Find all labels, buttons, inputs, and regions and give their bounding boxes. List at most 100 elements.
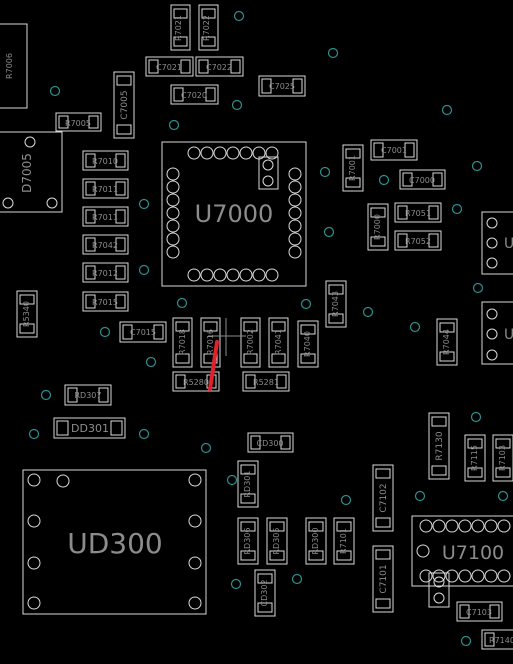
component-cd302-label: CD302 bbox=[260, 579, 269, 606]
component-rd307-label: RD307 bbox=[75, 391, 102, 400]
component-r7002[interactable]: R7002 bbox=[240, 317, 261, 368]
component-r7130[interactable]: R7130 bbox=[428, 412, 450, 480]
component-c7022[interactable]: C7022 bbox=[195, 56, 244, 77]
component-r5280-label: R5280 bbox=[183, 378, 209, 387]
component-r7005[interactable]: R7005 bbox=[55, 112, 102, 132]
component-rd300[interactable]: RD300 bbox=[305, 517, 327, 565]
component-r7051-label: R7051 bbox=[405, 209, 431, 218]
component-cd300[interactable]: CD300 bbox=[247, 432, 294, 453]
chip-u7000-label: U7000 bbox=[195, 200, 274, 228]
chip-ud300[interactable]: UD300 bbox=[22, 469, 207, 615]
component-c7103[interactable]: C7103 bbox=[456, 601, 503, 622]
component-r7115[interactable]: R7115 bbox=[464, 434, 486, 482]
component-r5281[interactable]: R5281 bbox=[242, 371, 290, 392]
component-r7051[interactable]: R7051 bbox=[394, 202, 442, 223]
chip-right-top-label: U bbox=[504, 236, 513, 252]
component-c7103-label: C7103 bbox=[466, 608, 492, 617]
chip-right-mid-label: U bbox=[504, 327, 513, 343]
component-c7000[interactable]: C7000 bbox=[399, 169, 446, 190]
chip-top-left-label: R7006 bbox=[5, 53, 14, 79]
component-c7101-label: C7101 bbox=[379, 564, 389, 593]
chip-d7005-label: D7005 bbox=[20, 153, 34, 193]
component-r7015-label: R7015 bbox=[92, 298, 118, 307]
component-r7101-label: R7101 bbox=[339, 528, 348, 554]
component-rd306[interactable]: RD306 bbox=[237, 517, 259, 565]
component-c7021-label: C7021 bbox=[156, 63, 182, 72]
chip-d7005[interactable]: D7005 bbox=[0, 131, 63, 213]
component-rd301[interactable]: RD301 bbox=[237, 460, 259, 508]
component-r5340-label: R5340 bbox=[22, 301, 31, 327]
chip-u7000[interactable]: U7000 bbox=[161, 141, 307, 287]
component-r7043[interactable]: R7043 bbox=[325, 280, 347, 328]
component-rd305[interactable]: RD305 bbox=[266, 517, 288, 565]
component-r7043-label: R7043 bbox=[331, 291, 340, 317]
component-r7016-label: R7016 bbox=[206, 329, 215, 355]
component-r7040[interactable]: R7040 bbox=[297, 320, 319, 368]
component-r5340[interactable]: R5340 bbox=[16, 290, 38, 338]
component-r7042[interactable]: R7042 bbox=[82, 234, 129, 255]
component-c7020-label: C7020 bbox=[181, 91, 207, 100]
component-r7011b-label: R7011 bbox=[92, 213, 118, 222]
component-rd306-label: RD306 bbox=[243, 528, 252, 555]
component-r7021[interactable]: R7021 bbox=[170, 4, 191, 51]
chip-right-mid-partial[interactable]: U bbox=[481, 301, 513, 365]
component-c7021[interactable]: C7021 bbox=[145, 56, 194, 77]
chip-u7100-label: U7100 bbox=[442, 542, 504, 564]
component-r7011a[interactable]: R7011 bbox=[82, 178, 129, 199]
chip-top-left-partial[interactable]: R7006 bbox=[0, 23, 28, 109]
component-c7001[interactable]: C7001 bbox=[370, 139, 418, 161]
component-r7022[interactable]: R7022 bbox=[198, 4, 219, 51]
component-r7041[interactable]: R7041 bbox=[268, 317, 289, 368]
via-group bbox=[28, 10, 509, 647]
component-r7001-vertical[interactable]: R7001 bbox=[342, 144, 364, 192]
component-c7101[interactable]: C7101 bbox=[372, 545, 394, 613]
component-cd300-label: CD300 bbox=[256, 439, 283, 448]
component-cd302[interactable]: CD302 bbox=[254, 569, 276, 617]
component-r7103[interactable]: R7103 bbox=[492, 434, 513, 482]
component-r7130-label: R7130 bbox=[435, 431, 445, 460]
component-r7015[interactable]: R7015 bbox=[82, 291, 129, 312]
component-rd305-label: RD305 bbox=[272, 528, 281, 555]
component-rd307[interactable]: RD307 bbox=[64, 384, 112, 406]
component-r7011b[interactable]: R7011 bbox=[82, 206, 129, 227]
component-c7102[interactable]: C7102 bbox=[372, 464, 394, 532]
component-r7011a-label: R7011 bbox=[92, 185, 118, 194]
component-c7005[interactable]: C7005 bbox=[113, 71, 135, 139]
component-dd301[interactable]: DD301 bbox=[53, 417, 126, 439]
component-c7104[interactable] bbox=[428, 572, 450, 608]
chip-u7100-pads-bottom bbox=[419, 569, 511, 583]
component-r7001-vertical-label: R7001 bbox=[348, 155, 357, 181]
chip-u7000-pads-left bbox=[166, 167, 180, 259]
component-c7020[interactable]: C7020 bbox=[170, 84, 219, 105]
component-r7044[interactable]: R7044 bbox=[436, 318, 458, 366]
component-r7140[interactable]: R7140 bbox=[481, 629, 513, 650]
highlighted-trace[interactable] bbox=[208, 340, 219, 391]
chip-ud300-label: UD300 bbox=[67, 527, 163, 560]
chip-right-top-partial[interactable]: U bbox=[481, 211, 513, 275]
component-c7025[interactable]: C7025 bbox=[258, 75, 306, 97]
component-r7103-label: R7103 bbox=[498, 445, 507, 471]
component-c7022-label: C7022 bbox=[206, 63, 232, 72]
component-r7012[interactable]: R7012 bbox=[82, 262, 129, 283]
component-r7044-label: R7044 bbox=[442, 329, 451, 355]
component-r7002-label: R7002 bbox=[246, 329, 255, 355]
component-rd301-label: RD301 bbox=[243, 471, 252, 498]
chip-u7100[interactable]: U7100 bbox=[411, 515, 513, 587]
component-r7021-label: R7021 bbox=[174, 15, 183, 41]
chip-u7000-pads-right bbox=[288, 167, 302, 259]
component-r7022-label: R7022 bbox=[202, 15, 211, 41]
component-r7000-small[interactable]: R7000 bbox=[367, 203, 389, 251]
component-dd301-label: DD301 bbox=[71, 422, 109, 435]
chip-u7000-pads-bottom bbox=[187, 268, 279, 282]
component-r7000-small-label: R7000 bbox=[373, 214, 382, 240]
component-r7101[interactable]: R7101 bbox=[333, 517, 355, 565]
component-r7016[interactable]: R7016 bbox=[200, 317, 221, 368]
component-r5281-label: R5281 bbox=[253, 378, 279, 387]
component-r7010[interactable]: R7010 bbox=[82, 150, 129, 171]
component-r7052[interactable]: R7052 bbox=[394, 230, 442, 251]
component-c7015[interactable]: C7015 bbox=[119, 321, 167, 343]
component-r7018[interactable]: R7018 bbox=[172, 317, 193, 368]
component-c7025-label: C7025 bbox=[269, 82, 295, 91]
